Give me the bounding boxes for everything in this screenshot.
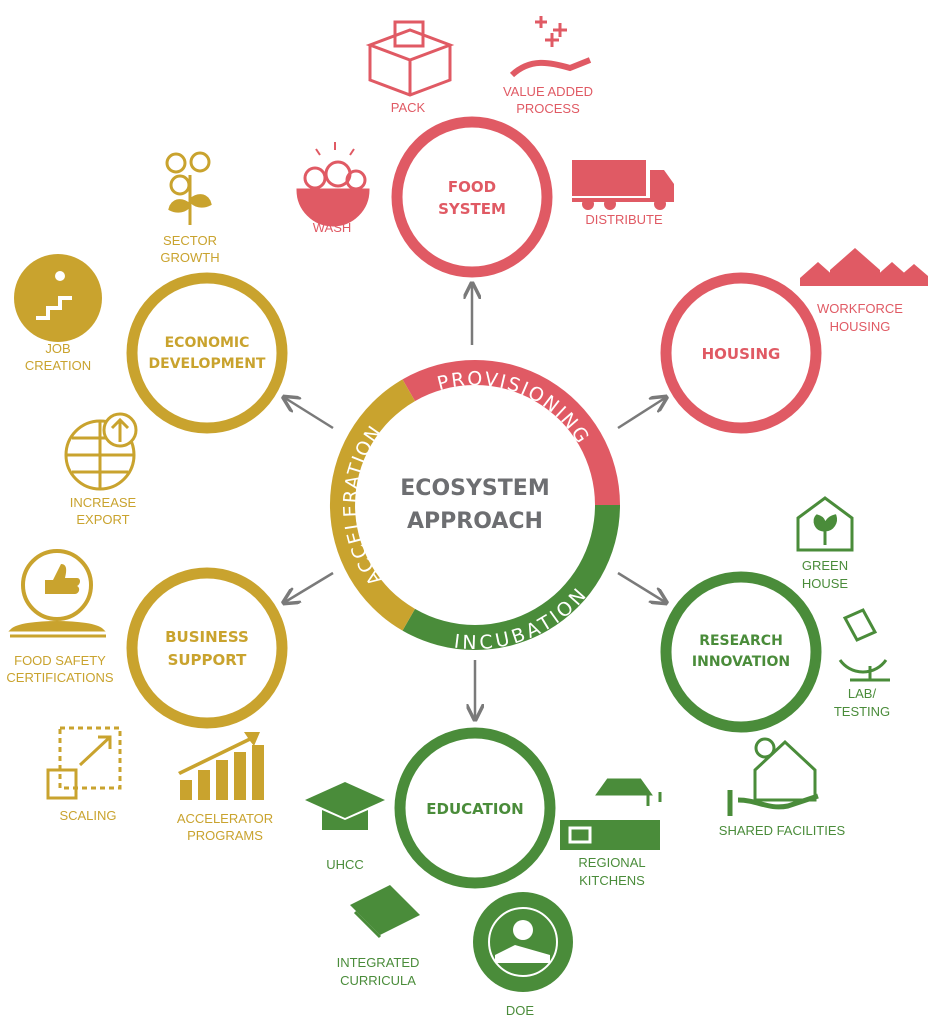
label-increase-export: EXPORT — [76, 512, 129, 527]
scaling-icon — [46, 726, 122, 800]
label-integrated-curricula: INTEGRATED — [337, 955, 420, 970]
label-wash: WASH — [313, 220, 352, 235]
label-increase-export: INCREASE — [70, 495, 137, 510]
hand-plus-icon — [509, 16, 592, 78]
label-food-safety: FOOD SAFETY — [14, 653, 106, 668]
book-icon — [350, 885, 420, 939]
hub-economic-development — [126, 272, 288, 434]
hub-label: SUPPORT — [168, 651, 248, 669]
houses-icon — [800, 248, 928, 286]
hub-education — [394, 727, 556, 889]
label-workforce-housing: WORKFORCE — [817, 301, 903, 316]
label-distribute: DISTRIBUTE — [585, 212, 663, 227]
hub-label: INNOVATION — [692, 654, 790, 670]
label-uhcc: UHCC — [326, 857, 364, 872]
ring-label-provisioning: PROVISIONING — [435, 368, 592, 449]
hub-label: BUSINESS — [165, 628, 249, 646]
shared-facility-icon — [727, 737, 819, 816]
hub-label: EDUCATION — [426, 800, 523, 818]
label-integrated-curricula: CURRICULA — [340, 973, 416, 988]
central-ring: PROVISIONING INCUBATION ACCELERATION ECO… — [329, 359, 620, 654]
box-icon — [365, 20, 455, 97]
hub-label: HOUSING — [702, 345, 781, 363]
hub-label: ECONOMIC — [165, 335, 250, 351]
label-green-house: GREEN — [802, 558, 848, 573]
label-value-added: VALUE ADDED — [503, 84, 593, 99]
job-creation-icon — [14, 254, 102, 342]
globe-export-icon — [64, 412, 138, 491]
ring-segment-provisioning — [402, 359, 620, 505]
bowl-icon — [296, 142, 370, 227]
label-lab-testing: LAB/ — [848, 686, 877, 701]
svg-text:PROVISIONING: PROVISIONING — [435, 368, 594, 449]
truck-icon — [572, 160, 674, 210]
hub-food-system — [391, 116, 553, 278]
greenhouse-icon — [796, 496, 854, 552]
label-accelerator-programs: PROGRAMS — [187, 828, 263, 843]
accelerator-chart-icon — [178, 732, 264, 800]
doe-seal-icon — [473, 892, 573, 992]
label-green-house: HOUSE — [802, 576, 849, 591]
graduation-cap-icon — [305, 782, 385, 830]
hub-housing — [660, 272, 822, 434]
food-safety-certification-icon — [8, 549, 106, 638]
label-accelerator-programs: ACCELERATOR — [177, 811, 273, 826]
label-lab-testing: TESTING — [834, 704, 890, 719]
label-sector-growth: SECTOR — [163, 233, 217, 248]
hub-label: DEVELOPMENT — [149, 356, 266, 372]
connector-arrows — [285, 285, 665, 718]
ring-segment-incubation — [402, 505, 620, 651]
ring-segment-acceleration — [329, 379, 415, 631]
hub-research-innovation — [660, 571, 822, 733]
label-job-creation: JOB — [45, 341, 70, 356]
center-title-line2: APPROACH — [407, 509, 543, 534]
center-title-line1: ECOSYSTEM — [400, 476, 549, 501]
hub-label: RESEARCH — [699, 633, 783, 649]
label-sector-growth: GROWTH — [160, 250, 219, 265]
label-workforce-housing: HOUSING — [830, 319, 891, 334]
label-doe: DOE — [506, 1003, 535, 1018]
hub-label: FOOD — [448, 178, 496, 196]
label-job-creation: CREATION — [25, 358, 91, 373]
hub-business-support — [126, 567, 288, 729]
label-food-safety: CERTIFICATIONS — [6, 670, 113, 685]
label-regional-kitchens: KITCHENS — [579, 873, 645, 888]
label-value-added: PROCESS — [516, 101, 580, 116]
hub-label: SYSTEM — [438, 200, 506, 218]
label-regional-kitchens: REGIONAL — [578, 855, 645, 870]
kitchen-icon — [560, 778, 662, 850]
money-plant-icon — [165, 151, 212, 225]
label-pack: PACK — [391, 100, 426, 115]
label-scaling: SCALING — [59, 808, 116, 823]
microscope-icon — [838, 608, 890, 682]
label-shared-facilities: SHARED FACILITIES — [719, 823, 846, 838]
